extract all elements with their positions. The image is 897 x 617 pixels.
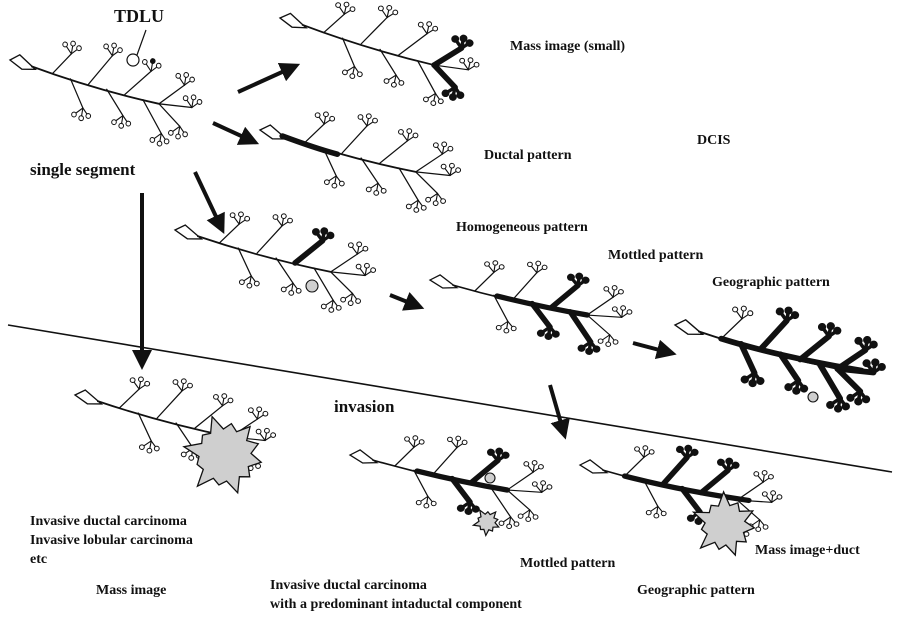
tdlu-pointer [137,30,146,55]
mottled-pattern-tree [422,248,638,359]
homogeneous-pattern-label: Homogeneous pattern [456,219,588,236]
idc-line: Invasive ductal carcinoma [30,512,193,531]
normal-ductal-tree [0,25,208,152]
homogeneous-grey-nodule [306,280,318,292]
arrow-to-mass-small [238,68,291,92]
mass-small-label: Mass image (small) [510,38,625,55]
homogeneous-pattern-tree [165,197,383,319]
mottled-grey-nodule [485,473,495,483]
dcis-label: DCIS [697,132,730,149]
single-segment-label: single segment [30,160,135,180]
mottled-invasive-tumor [473,510,498,535]
mass-duct-label: Mass image+duct [755,542,860,559]
idc-predominant-line-1: Invasive ductal carcinoma [270,576,522,595]
mottled-invasive-tree [342,423,558,533]
mass-small-tree [268,0,488,113]
arrow-to-mottled [390,295,415,305]
geographic-pattern-bottom-label: Geographic pattern [637,582,755,599]
mottled-pattern-bottom-label: Mottled pattern [520,555,615,572]
arrow-to-geographic [633,343,667,352]
idc-predominant-line-2: with a predominant intaductal component [270,595,522,614]
mottled-pattern-top-label: Mottled pattern [608,247,703,264]
invasive-carcinoma-list: Invasive ductal carcinoma Invasive lobul… [30,512,193,569]
arrow-to-homogeneous [195,172,220,225]
tdlu-label: TDLU [114,6,164,26]
idc-predominant-label: Invasive ductal carcinoma with a predomi… [270,576,522,614]
ductal-pattern-label: Ductal pattern [484,147,572,164]
tdlu-circle-marker [127,54,139,66]
geographic-pattern-tree [664,289,893,419]
ductal-pattern-tree [250,97,468,219]
geographic-grey-nodule [808,392,818,402]
geographic-pattern-top-label: Geographic pattern [712,274,830,291]
invasion-label: invasion [334,397,394,417]
ilc-line: Invasive lobular carcinoma [30,531,193,550]
arrow-mottled-down [550,385,563,430]
etc-line: etc [30,550,193,569]
mass-image-label: Mass image [96,582,166,599]
arrow-to-ductal [213,123,250,140]
